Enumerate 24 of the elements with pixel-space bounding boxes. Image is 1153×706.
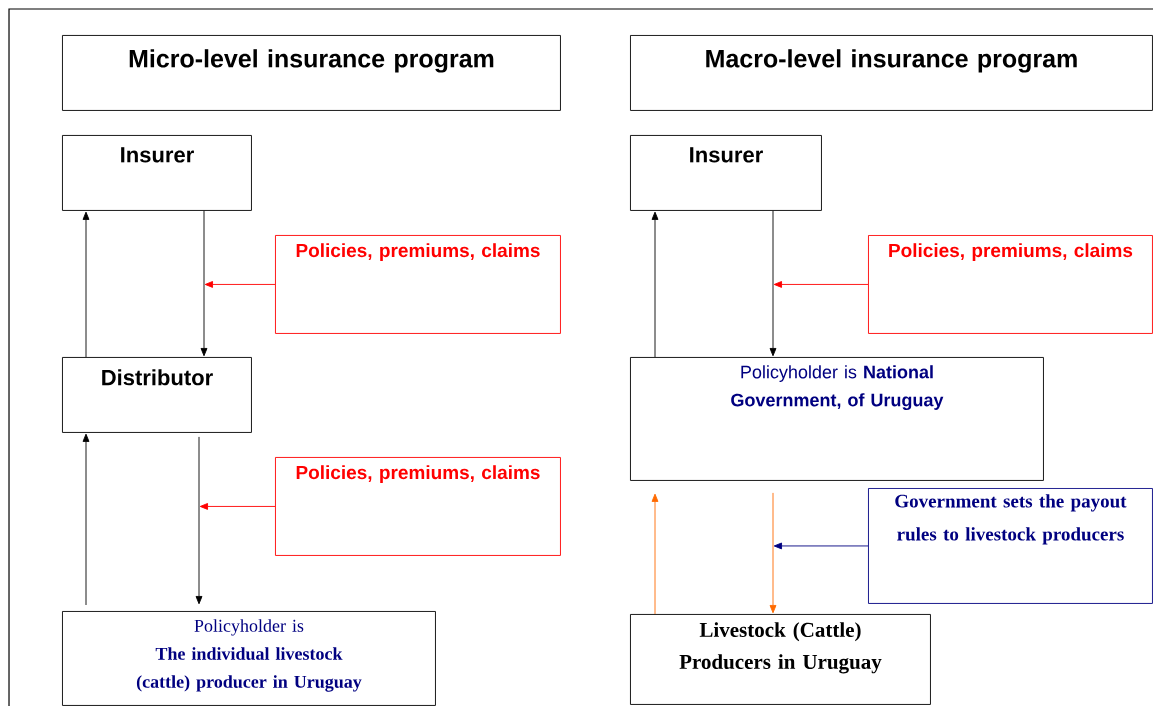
process-box: Policyholder is The individual livestock (cattle) producer in Uruguay	[62, 611, 436, 706]
arrow	[651, 493, 659, 615]
heading-box: Macro-level insurance program	[630, 35, 1153, 111]
arrow	[82, 211, 90, 358]
arrow	[200, 210, 208, 357]
note-box: Policies, premiums, claims	[275, 235, 561, 334]
process-box: Insurer	[630, 135, 822, 211]
arrow	[199, 503, 276, 510]
process-box: Insurer	[62, 135, 252, 211]
arrow	[651, 211, 659, 358]
arrow	[82, 433, 90, 606]
process-box: Policyholder is National Government, of Uruguay	[630, 357, 1044, 481]
arrow	[773, 281, 869, 288]
arrow	[773, 542, 869, 550]
note-box: Policies, premiums, claims	[868, 235, 1153, 334]
arrow	[769, 210, 777, 357]
arrow	[204, 281, 276, 288]
note-box: Policies, premiums, claims	[275, 457, 561, 556]
heading-box: Micro-level insurance program	[62, 35, 561, 111]
process-box: Distributor	[62, 357, 252, 433]
note-box: Government sets the payout rules to livestock producers	[868, 488, 1153, 604]
arrow	[769, 492, 777, 614]
arrow	[195, 436, 203, 605]
process-box: Livestock (Cattle) Producers in Uruguay	[630, 614, 931, 705]
